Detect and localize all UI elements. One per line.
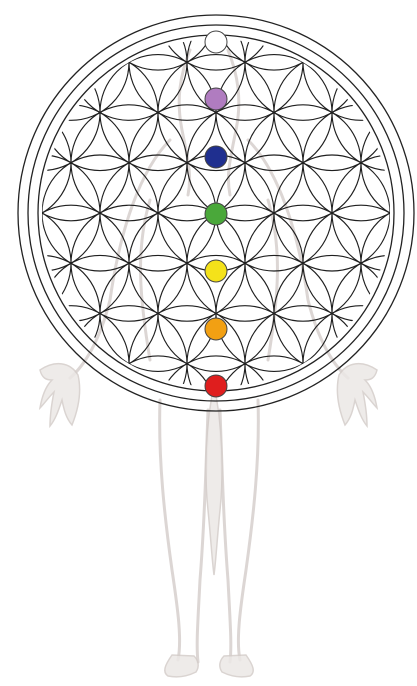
chakra-solar-plexus	[205, 260, 227, 282]
chakra-third-eye	[205, 88, 227, 110]
chakra-crown	[205, 31, 227, 53]
right-foot	[220, 655, 253, 677]
petal-circle	[0, 155, 100, 271]
petal-circle	[13, 4, 129, 120]
petal-circle	[0, 55, 100, 171]
center-body	[206, 395, 222, 575]
left-hand	[40, 364, 80, 426]
chakra-root	[205, 375, 227, 397]
petal-circle	[303, 4, 417, 120]
right-hand	[337, 364, 377, 426]
chakra-throat	[205, 146, 227, 168]
petal-circle	[216, 0, 332, 70]
petal-circle	[100, 0, 216, 70]
petal-circle	[0, 255, 100, 371]
chakra-sacral	[205, 318, 227, 340]
left-foot	[165, 655, 198, 677]
chakra-heart	[205, 203, 227, 225]
